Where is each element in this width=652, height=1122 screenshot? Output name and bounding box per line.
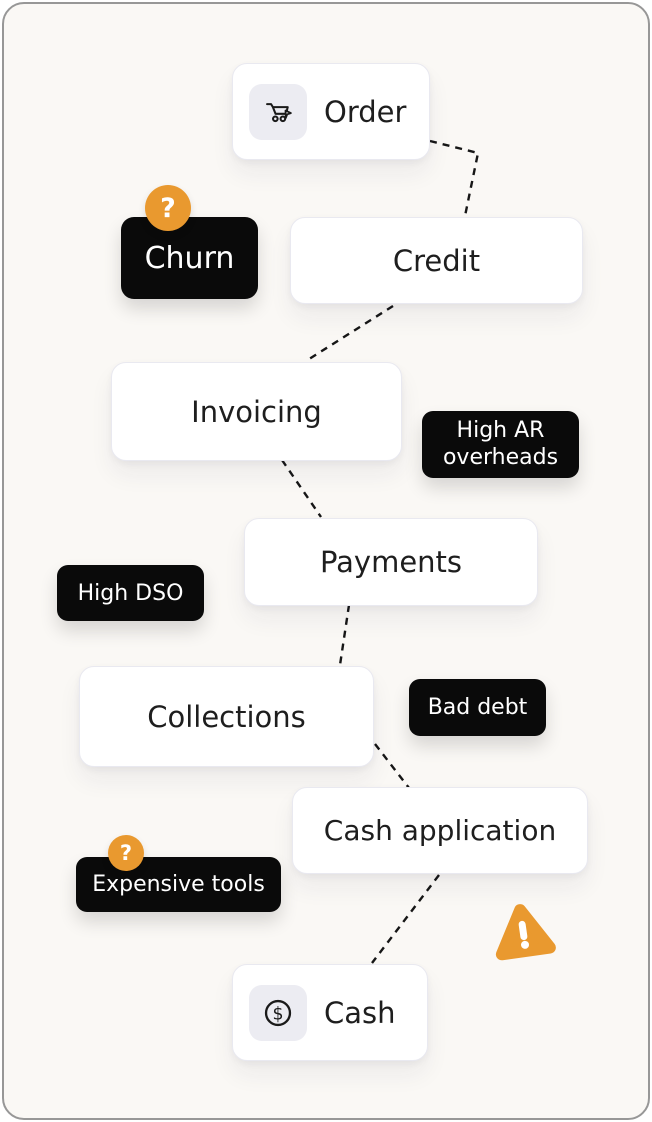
connector-cashapp-cash xyxy=(371,874,440,964)
connector-collections-cashapp xyxy=(374,743,410,789)
badge-churn: Churn xyxy=(121,217,258,299)
question-glyph: ? xyxy=(119,841,133,865)
cart-icon xyxy=(249,83,307,140)
connector-payments-collections xyxy=(338,604,351,666)
dollar-icon: $ xyxy=(249,984,307,1041)
node-order: Order xyxy=(232,63,430,160)
question-icon: ? xyxy=(108,835,144,871)
node-credit: Credit xyxy=(290,217,583,304)
node-label: Order xyxy=(324,94,407,129)
node-label: Invoicing xyxy=(191,394,322,429)
node-collections: Collections xyxy=(79,666,374,767)
badge-high-ar-overheads: High AR overheads xyxy=(422,411,579,478)
badge-label: Bad debt xyxy=(427,695,528,720)
node-label: Cash application xyxy=(323,814,557,847)
badge-high-dso: High DSO xyxy=(57,565,204,621)
badge-bad-debt: Bad debt xyxy=(409,679,546,736)
node-label: Payments xyxy=(319,545,463,579)
node-cash: $ Cash xyxy=(232,964,428,1061)
question-icon: ? xyxy=(145,185,191,231)
badge-label: Churn xyxy=(144,240,235,276)
badge-expensive-tools: Expensive tools xyxy=(76,857,281,912)
node-cash-application: Cash application xyxy=(292,787,588,874)
question-glyph: ? xyxy=(160,192,176,224)
dollar-glyph: $ xyxy=(272,1004,283,1024)
node-label: Credit xyxy=(392,243,481,278)
node-invoicing: Invoicing xyxy=(111,362,402,461)
warning-icon xyxy=(495,904,556,961)
connector-invoicing-payments xyxy=(281,459,322,518)
connector-credit-invoicing xyxy=(305,304,394,363)
node-label: Cash xyxy=(324,995,396,1030)
node-label: Collections xyxy=(147,699,306,734)
badge-label: Expensive tools xyxy=(92,872,265,897)
badge-label: High DSO xyxy=(77,580,184,606)
badge-label: High AR overheads xyxy=(442,417,559,470)
connector-order-credit xyxy=(429,139,480,217)
node-payments: Payments xyxy=(244,518,538,606)
